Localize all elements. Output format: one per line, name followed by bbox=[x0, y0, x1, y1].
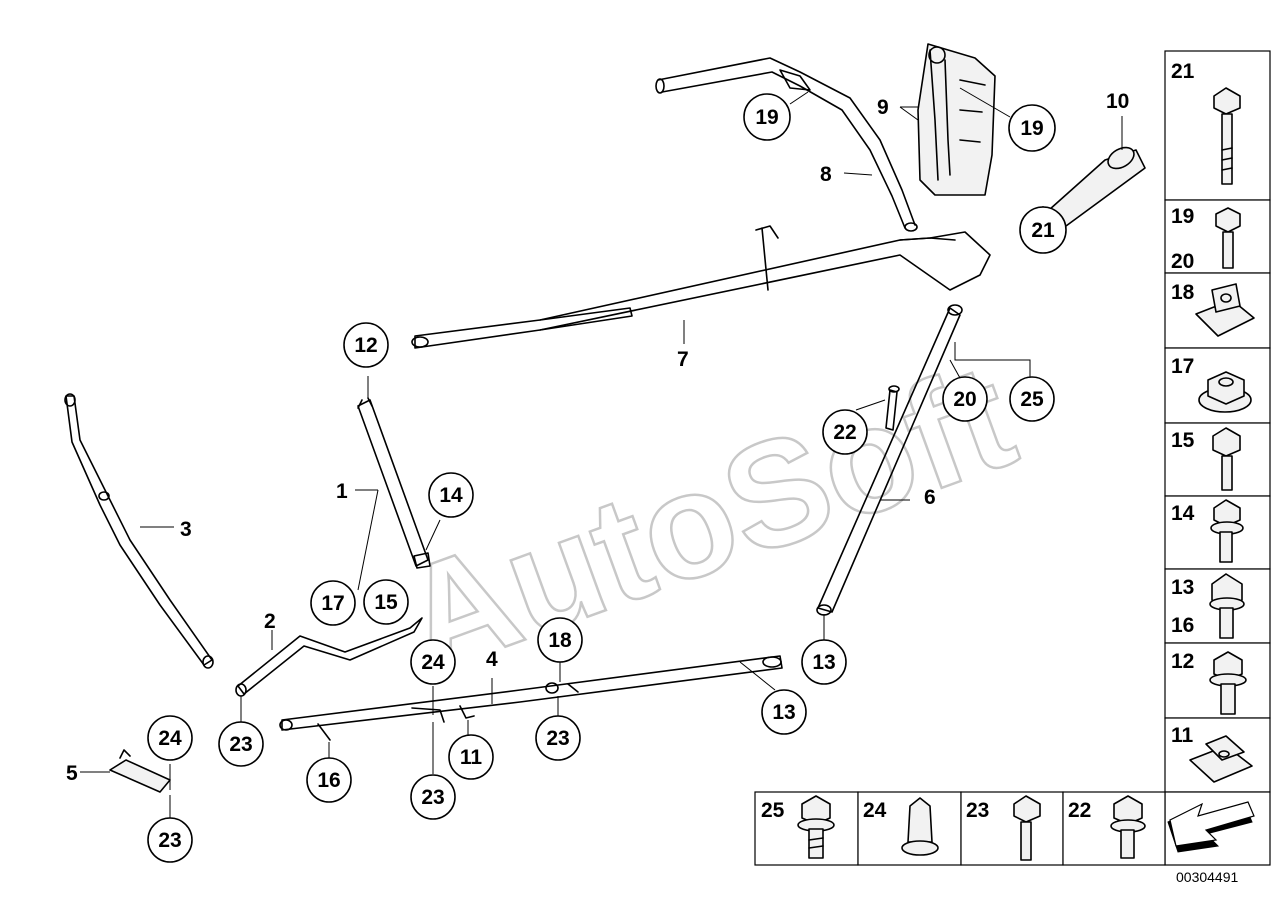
callout-bubble-13b: 13 bbox=[761, 689, 807, 735]
callout-bubble-19a: 19 bbox=[743, 93, 791, 141]
callout-17: 17 bbox=[321, 592, 344, 615]
part-9-bracket bbox=[917, 43, 996, 196]
callout-10: 10 bbox=[1106, 90, 1129, 113]
document-number: 00304491 bbox=[1176, 869, 1239, 885]
callout-2: 2 bbox=[264, 610, 276, 633]
callout-bubble-23a: 23 bbox=[218, 721, 264, 767]
nut-icon bbox=[1198, 371, 1252, 413]
callout-1: 1 bbox=[336, 480, 348, 503]
clip-nut-icon bbox=[1195, 283, 1255, 337]
part-7-cross-strut bbox=[411, 225, 991, 349]
part-1-strut bbox=[357, 397, 431, 569]
callout-bubble-11: 11 bbox=[448, 734, 494, 780]
legend-label: 18 bbox=[1171, 281, 1195, 304]
callout-19a: 19 bbox=[755, 106, 778, 129]
bolt-icon bbox=[1212, 427, 1241, 491]
callout-bubble-14: 14 bbox=[428, 472, 474, 518]
callout-23a: 23 bbox=[229, 733, 252, 756]
callout-23d: 23 bbox=[158, 829, 181, 852]
legend-label: 15 bbox=[1171, 429, 1195, 452]
legend-label: 11 bbox=[1171, 724, 1194, 747]
callout-bubble-15: 15 bbox=[363, 579, 409, 625]
callout-5: 5 bbox=[66, 762, 78, 785]
callout-25: 25 bbox=[1020, 388, 1044, 411]
callout-8: 8 bbox=[820, 163, 832, 186]
callout-12: 12 bbox=[354, 334, 377, 357]
callout-11: 11 bbox=[460, 746, 483, 769]
leader-lines bbox=[80, 87, 1123, 818]
callout-16: 16 bbox=[317, 769, 340, 792]
callout-14: 14 bbox=[439, 484, 463, 507]
callout-3: 3 bbox=[180, 518, 192, 541]
legend-cell bbox=[960, 791, 1064, 866]
legend-label: 16 bbox=[1171, 614, 1194, 637]
callout-9: 9 bbox=[877, 96, 889, 119]
callout-bubble-20: 20 bbox=[942, 376, 988, 422]
speed-nut-icon bbox=[1189, 735, 1253, 783]
legend-label: 21 bbox=[1171, 60, 1195, 83]
legend-label: 22 bbox=[1068, 799, 1091, 822]
callout-bubble-23d: 23 bbox=[147, 817, 193, 863]
callout-21: 21 bbox=[1031, 219, 1055, 242]
bolt-icon bbox=[1110, 795, 1146, 859]
callout-4: 4 bbox=[486, 648, 498, 671]
legend-label: 19 bbox=[1171, 205, 1194, 228]
part-3-left-bar bbox=[64, 393, 214, 669]
callout-13b: 13 bbox=[772, 701, 795, 724]
callout-bubble-24a: 24 bbox=[410, 639, 456, 685]
callout-19b: 19 bbox=[1020, 117, 1043, 140]
callout-bubble-18: 18 bbox=[537, 617, 583, 663]
legend-label: 14 bbox=[1171, 502, 1195, 525]
watermark: AutoSoft bbox=[381, 331, 1033, 705]
callout-bubble-22: 22 bbox=[822, 409, 868, 455]
part-8-upper-strut bbox=[655, 57, 918, 232]
callout-bubble-13a: 13 bbox=[801, 639, 847, 685]
bolt-icon bbox=[797, 795, 835, 859]
callout-bubble-25: 25 bbox=[1009, 376, 1055, 422]
legend-label: 13 bbox=[1171, 576, 1194, 599]
callout-bubble-12: 12 bbox=[343, 322, 389, 368]
callout-20: 20 bbox=[953, 388, 976, 411]
callout-bubble-19b: 19 bbox=[1008, 104, 1056, 152]
callout-23b: 23 bbox=[546, 727, 569, 750]
legend-label: 20 bbox=[1171, 250, 1194, 273]
part-6-diagonal-strut bbox=[816, 304, 963, 616]
bolt-icon bbox=[1213, 87, 1241, 185]
legend-cell bbox=[1164, 50, 1271, 201]
callout-24a: 24 bbox=[421, 651, 445, 674]
legend-label: 24 bbox=[863, 799, 887, 822]
arrow-icon bbox=[1167, 801, 1255, 853]
bolt-icon bbox=[1209, 573, 1245, 639]
callout-23c: 23 bbox=[421, 786, 444, 809]
part-4-lower-bar bbox=[279, 655, 783, 741]
callout-22: 22 bbox=[833, 421, 856, 444]
legend-label: 23 bbox=[966, 799, 989, 822]
fastener-legend-row: 25 24 23 22 bbox=[754, 791, 1166, 866]
bolt-icon bbox=[1215, 207, 1241, 269]
legend-label: 17 bbox=[1171, 355, 1194, 378]
legend-label: 25 bbox=[761, 799, 785, 822]
callout-bubble-24b: 24 bbox=[147, 715, 193, 761]
bolt-icon bbox=[1013, 795, 1041, 861]
callout-6: 6 bbox=[924, 486, 936, 509]
callout-bubble-17: 17 bbox=[310, 580, 356, 626]
bolt-icon bbox=[1209, 651, 1247, 715]
legend-label: 12 bbox=[1171, 650, 1194, 673]
callout-bubble-16: 16 bbox=[306, 757, 352, 803]
callout-bubble-21: 21 bbox=[1019, 206, 1067, 254]
callout-15: 15 bbox=[374, 591, 398, 614]
fastener-legend-column: 21 19 20 18 17 15 14 13 16 12 11 bbox=[1164, 50, 1271, 866]
callout-bubble-23c: 23 bbox=[410, 774, 456, 820]
callout-7: 7 bbox=[677, 348, 689, 371]
rivet-nut-icon bbox=[901, 797, 939, 856]
callout-13a: 13 bbox=[812, 651, 835, 674]
legend-cell bbox=[1164, 199, 1271, 274]
callout-24b: 24 bbox=[158, 727, 182, 750]
bolt-icon bbox=[1210, 499, 1244, 563]
callout-18: 18 bbox=[548, 629, 572, 652]
callout-bubble-23b: 23 bbox=[535, 715, 581, 761]
